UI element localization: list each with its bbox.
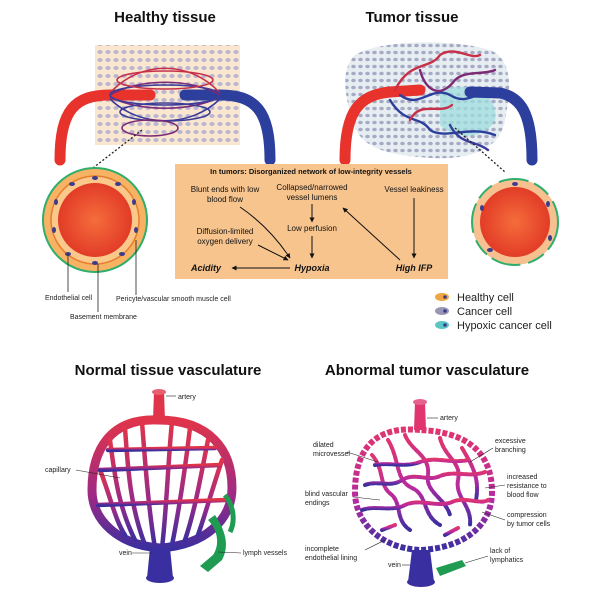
- legend-hypoxic-cell: Hypoxic cancer cell: [435, 320, 552, 332]
- abnormal-vasculature-illustration: [351, 399, 496, 587]
- compression-label-1: compression: [507, 512, 547, 519]
- diffusion-line2: oxygen delivery: [197, 237, 253, 246]
- abnormal-artery-label: artery: [440, 415, 458, 422]
- dilated-label-1: dilated: [313, 442, 334, 449]
- incomplete-label-1: incomplete: [305, 546, 339, 553]
- excessive-label-1: excessive: [495, 438, 526, 445]
- acidity-text: Acidity: [190, 263, 222, 273]
- dilated-leader: [346, 451, 379, 463]
- normal-lymph-label: lymph vessels: [243, 550, 287, 557]
- blind-label-1: blind vascular: [305, 491, 348, 498]
- increased-label-3: blood flow: [507, 492, 539, 499]
- abnormal-vein-label: vein: [388, 562, 401, 569]
- tumor-vessel-cross-section: [471, 178, 559, 266]
- basement-membrane-label: Basement membrane: [70, 314, 137, 321]
- legend-hypoxic-label: Hypoxic cancer cell: [457, 320, 552, 332]
- collapsed-line1: Collapsed/narrowed: [276, 183, 347, 192]
- legend-cancer-swatch: [435, 307, 449, 315]
- collapsed-line2: vessel lumens: [287, 193, 338, 202]
- legend-hypoxic-swatch: [435, 321, 449, 329]
- normal-vasculature-illustration: [87, 389, 237, 583]
- excessive-leader: [469, 447, 494, 463]
- box-arrows: [231, 198, 417, 271]
- legend: Healthy cell Cancer cell Hypoxic cancer …: [435, 292, 552, 332]
- excessive-label-2: branching: [495, 447, 526, 454]
- legend-healthy-swatch: [435, 293, 449, 301]
- incomplete-label-2: endothelial lining: [305, 555, 357, 562]
- compression-leader: [481, 511, 506, 521]
- blind-leader: [352, 496, 381, 501]
- normal-artery-label: artery: [178, 394, 196, 401]
- increased-label-1: increased: [507, 474, 537, 481]
- lack-label-2: lymphatics: [490, 557, 524, 564]
- blind-label-2: endings: [305, 500, 330, 507]
- high-ifp-text: High IFP: [396, 263, 433, 273]
- box-header: In tumors: Disorganized network of low-i…: [210, 167, 412, 176]
- normal-capillary-leader: [75, 469, 121, 479]
- blunt-ends-line2: blood flow: [207, 195, 243, 204]
- tumor-tissue-title: Tumor tissue: [365, 9, 458, 26]
- normal-capillary-label: capillary: [45, 467, 71, 474]
- healthy-vessel-cross-section: [42, 167, 148, 273]
- dilated-label-2: microvessel: [313, 451, 350, 458]
- normal-vein-label: vein: [119, 550, 132, 557]
- lack-label-1: lack of: [490, 548, 510, 555]
- normal-lymph-leader: [217, 551, 242, 554]
- blunt-ends-line1: Blunt ends with low: [191, 185, 260, 194]
- leakiness-text: Vessel leakiness: [384, 185, 443, 194]
- legend-healthy-label: Healthy cell: [457, 292, 514, 304]
- endothelial-cell-label: Endothelial cell: [45, 295, 93, 302]
- abnormal-vasculature-title: Abnormal tumor vasculature: [325, 362, 529, 379]
- normal-vasculature-title: Normal tissue vasculature: [75, 362, 262, 379]
- legend-cancer-label: Cancer cell: [457, 306, 512, 318]
- healthy-tissue-illustration: [54, 45, 276, 179]
- increased-label-2: resistance to: [507, 483, 547, 490]
- legend-healthy-cell: Healthy cell: [435, 292, 514, 304]
- hypoxia-text: Hypoxia: [294, 263, 329, 273]
- compression-label-2: by tumor cells: [507, 521, 551, 528]
- incomplete-leader: [364, 539, 386, 551]
- pericyte-label: Pericyte/vascular smooth muscle cell: [116, 296, 231, 303]
- diffusion-line1: Diffusion-limited: [197, 227, 254, 236]
- increased-leader: [484, 484, 506, 489]
- healthy-tissue-title: Healthy tissue: [114, 9, 216, 26]
- low-perfusion-text: Low perfusion: [287, 224, 337, 233]
- lack-leader: [464, 555, 489, 564]
- tumor-tissue-illustration: [339, 42, 538, 173]
- legend-cancer-cell: Cancer cell: [435, 306, 512, 318]
